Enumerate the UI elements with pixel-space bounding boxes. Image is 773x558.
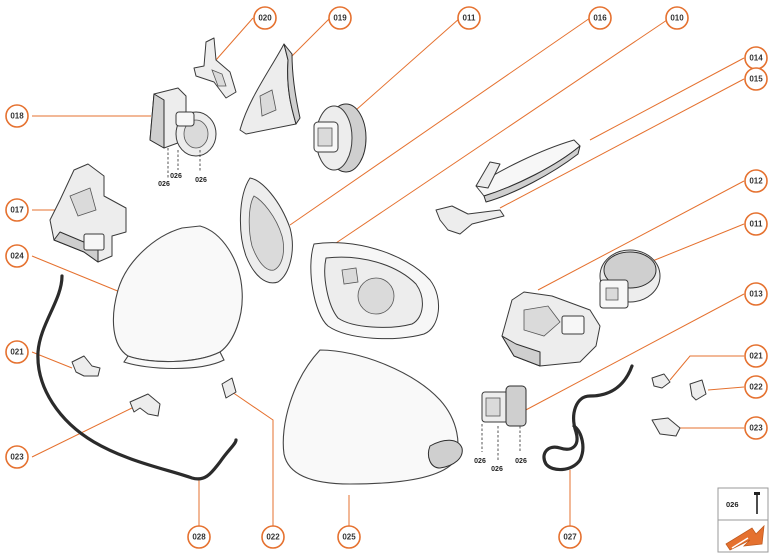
callout-013: 013 (744, 282, 768, 306)
part-016-glass-carrier (239, 177, 293, 284)
callout-label: 025 (342, 533, 356, 542)
part-020-bracket (193, 37, 237, 99)
callout-020: 020 (253, 6, 277, 30)
callout-022-right: 022 (744, 375, 768, 399)
screw-dashes-bottom (481, 424, 521, 460)
callout-022-bottom: 022 (261, 525, 285, 549)
screw-label: 026 (170, 173, 182, 180)
screw-icon (754, 492, 760, 514)
callout-label: 018 (10, 112, 24, 121)
callout-label: 020 (258, 14, 272, 23)
callout-label: 017 (10, 206, 24, 215)
callout-label: 022 (749, 383, 763, 392)
legend: 026 (717, 487, 769, 553)
callout-024: 024 (5, 244, 29, 268)
part-024-cover (112, 225, 243, 369)
callout-010: 010 (665, 6, 689, 30)
part-011-motor-right (599, 249, 661, 309)
screw-label: 026 (195, 177, 207, 184)
part-010-mirror-glass (310, 242, 440, 340)
callout-label: 028 (192, 533, 206, 542)
part-022-clip-right (689, 379, 707, 401)
legend-screw-code: 026 (726, 500, 739, 509)
callout-label: 024 (10, 252, 24, 261)
callout-label: 027 (563, 533, 577, 542)
screw-label: 026 (515, 458, 527, 465)
part-022-clip-center (221, 377, 237, 399)
part-028-cable (36, 274, 238, 481)
direction-arrow-icon (725, 524, 765, 551)
callout-023-right: 023 (744, 416, 768, 440)
callout-011-top: 011 (457, 6, 481, 30)
callout-025: 025 (337, 525, 361, 549)
callout-021-right: 021 (744, 344, 768, 368)
callout-label: 023 (749, 424, 763, 433)
screw-label: 026 (491, 466, 503, 473)
leader-lines (31, 17, 745, 537)
callout-028: 028 (187, 525, 211, 549)
part-027-cable (542, 364, 634, 472)
callout-label: 015 (749, 75, 763, 84)
callout-label: 021 (10, 348, 24, 357)
callout-027: 027 (558, 525, 582, 549)
callout-label: 014 (749, 54, 763, 63)
callout-023-left: 023 (5, 445, 29, 469)
callout-011-right: 011 (744, 212, 768, 236)
part-025-cover (282, 349, 463, 485)
callout-label: 013 (749, 290, 763, 299)
screw-label: 026 (474, 458, 486, 465)
part-011-motor-top (313, 103, 367, 173)
part-013-motor-module (481, 385, 527, 427)
callout-label: 010 (670, 14, 684, 23)
callout-019: 019 (328, 6, 352, 30)
callout-017: 017 (5, 198, 29, 222)
callout-label: 022 (266, 533, 280, 542)
part-023-clip-left (129, 393, 161, 417)
callout-label: 023 (10, 453, 24, 462)
callout-012: 012 (744, 169, 768, 193)
part-021-clip-right (651, 373, 671, 389)
part-012-housing (501, 291, 601, 367)
screw-label: 026 (158, 181, 170, 188)
part-018-actuator (149, 87, 217, 157)
part-014-indicator (475, 139, 581, 203)
part-019-trim (239, 43, 301, 135)
part-017-base (49, 163, 127, 263)
callout-label: 011 (463, 14, 476, 23)
callout-021-left: 021 (5, 340, 29, 364)
callout-014: 014 (744, 46, 768, 70)
callout-label: 016 (593, 14, 607, 23)
part-015-clip (435, 205, 505, 235)
part-021-clip-left (71, 355, 101, 377)
callout-015: 015 (744, 67, 768, 91)
callout-label: 019 (333, 14, 347, 23)
callout-018: 018 (5, 104, 29, 128)
screw-dashes-top (167, 148, 201, 178)
part-023-clip-right (651, 417, 681, 437)
callout-label: 011 (750, 220, 763, 229)
callout-016: 016 (588, 6, 612, 30)
callout-label: 021 (749, 352, 763, 361)
callout-label: 012 (749, 177, 763, 186)
